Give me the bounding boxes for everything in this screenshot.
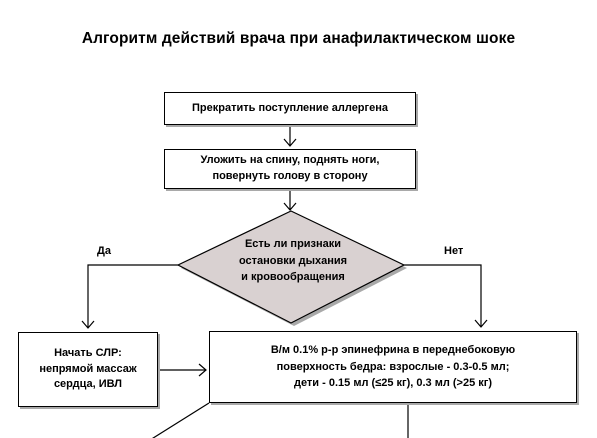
- outcome-cpr: Начать СЛР: непрямой массаж сердца, ИВЛ: [18, 332, 158, 407]
- decision-question: Есть ли признаки остановки дыхания и кро…: [238, 238, 348, 283]
- diagram-title: Алгоритм действий врача при анафилактиче…: [81, 30, 516, 47]
- outcome-cpr-text: Начать СЛР: непрямой массаж сердца, ИВЛ: [39, 346, 137, 391]
- step-lay-patient-text: Уложить на спину, поднять ноги, повернут…: [200, 154, 380, 182]
- branch-label-yes: Да: [97, 245, 111, 257]
- arrowhead-cpr-to-epinephrine: [198, 363, 207, 377]
- arrowhead-lay-to-decision: [283, 202, 297, 211]
- arrow-no-branch: [404, 264, 482, 327]
- outcome-epinephrine: В/м 0.1% р-р эпинефрина в переднебоковую…: [209, 331, 577, 403]
- step-stop-allergen: Прекратить поступление аллергена: [164, 92, 416, 125]
- step-stop-allergen-text: Прекратить поступление аллергена: [192, 101, 388, 114]
- branch-label-no: Нет: [444, 245, 464, 257]
- arrow-yes-branch: [87, 264, 178, 328]
- arrowhead-stop-to-lay: [283, 138, 297, 147]
- continuation-line-left: [152, 402, 210, 438]
- step-lay-patient: Уложить на спину, поднять ноги, повернут…: [164, 149, 416, 189]
- arrowhead-yes-branch: [81, 320, 95, 329]
- arrowhead-no-branch: [474, 319, 488, 328]
- outcome-epinephrine-text: В/м 0.1% р-р эпинефрина в переднебоковую…: [270, 344, 516, 390]
- decision-diamond: [176, 210, 406, 324]
